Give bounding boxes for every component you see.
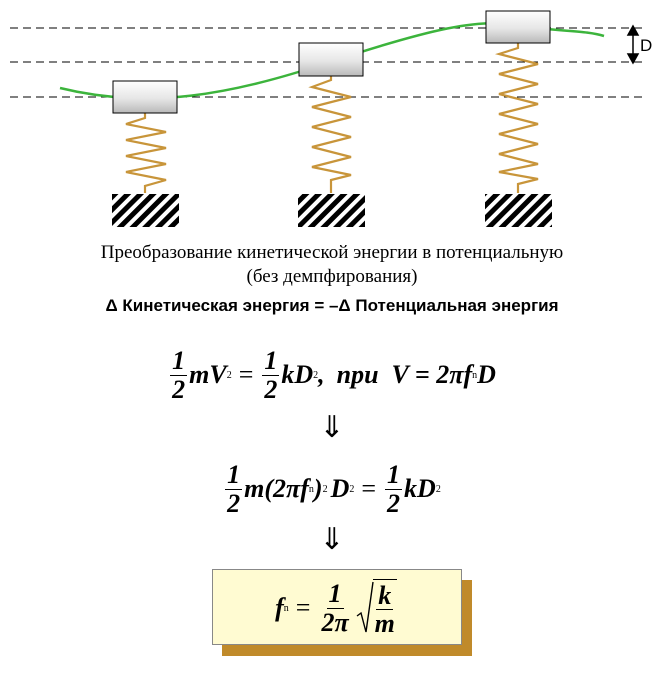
- sqrt-sign: [356, 581, 374, 633]
- amplitude-arrow: [626, 24, 640, 65]
- spring-mass-diagram: D: [10, 10, 652, 227]
- implies-arrow-1: ⇓: [319, 410, 345, 445]
- energy-statement: Δ Кинетическая энергия = –Δ Потенциальна…: [105, 296, 559, 315]
- caption-line-2: (без демпфирования): [246, 266, 418, 287]
- mass-right: [485, 10, 551, 44]
- mass-left: [112, 80, 178, 114]
- caption-line-1: Преобразование кинетической энергии в по…: [100, 242, 564, 263]
- mass-middle: [298, 42, 364, 77]
- implies-arrow-2: ⇓: [319, 522, 345, 557]
- ground-right: [485, 194, 552, 227]
- amplitude-label: D: [640, 36, 652, 55]
- spring-left: [125, 113, 167, 193]
- ground-left: [112, 194, 179, 227]
- spring-middle: [308, 76, 352, 193]
- spring-right: [494, 43, 539, 193]
- ground-middle: [298, 194, 365, 227]
